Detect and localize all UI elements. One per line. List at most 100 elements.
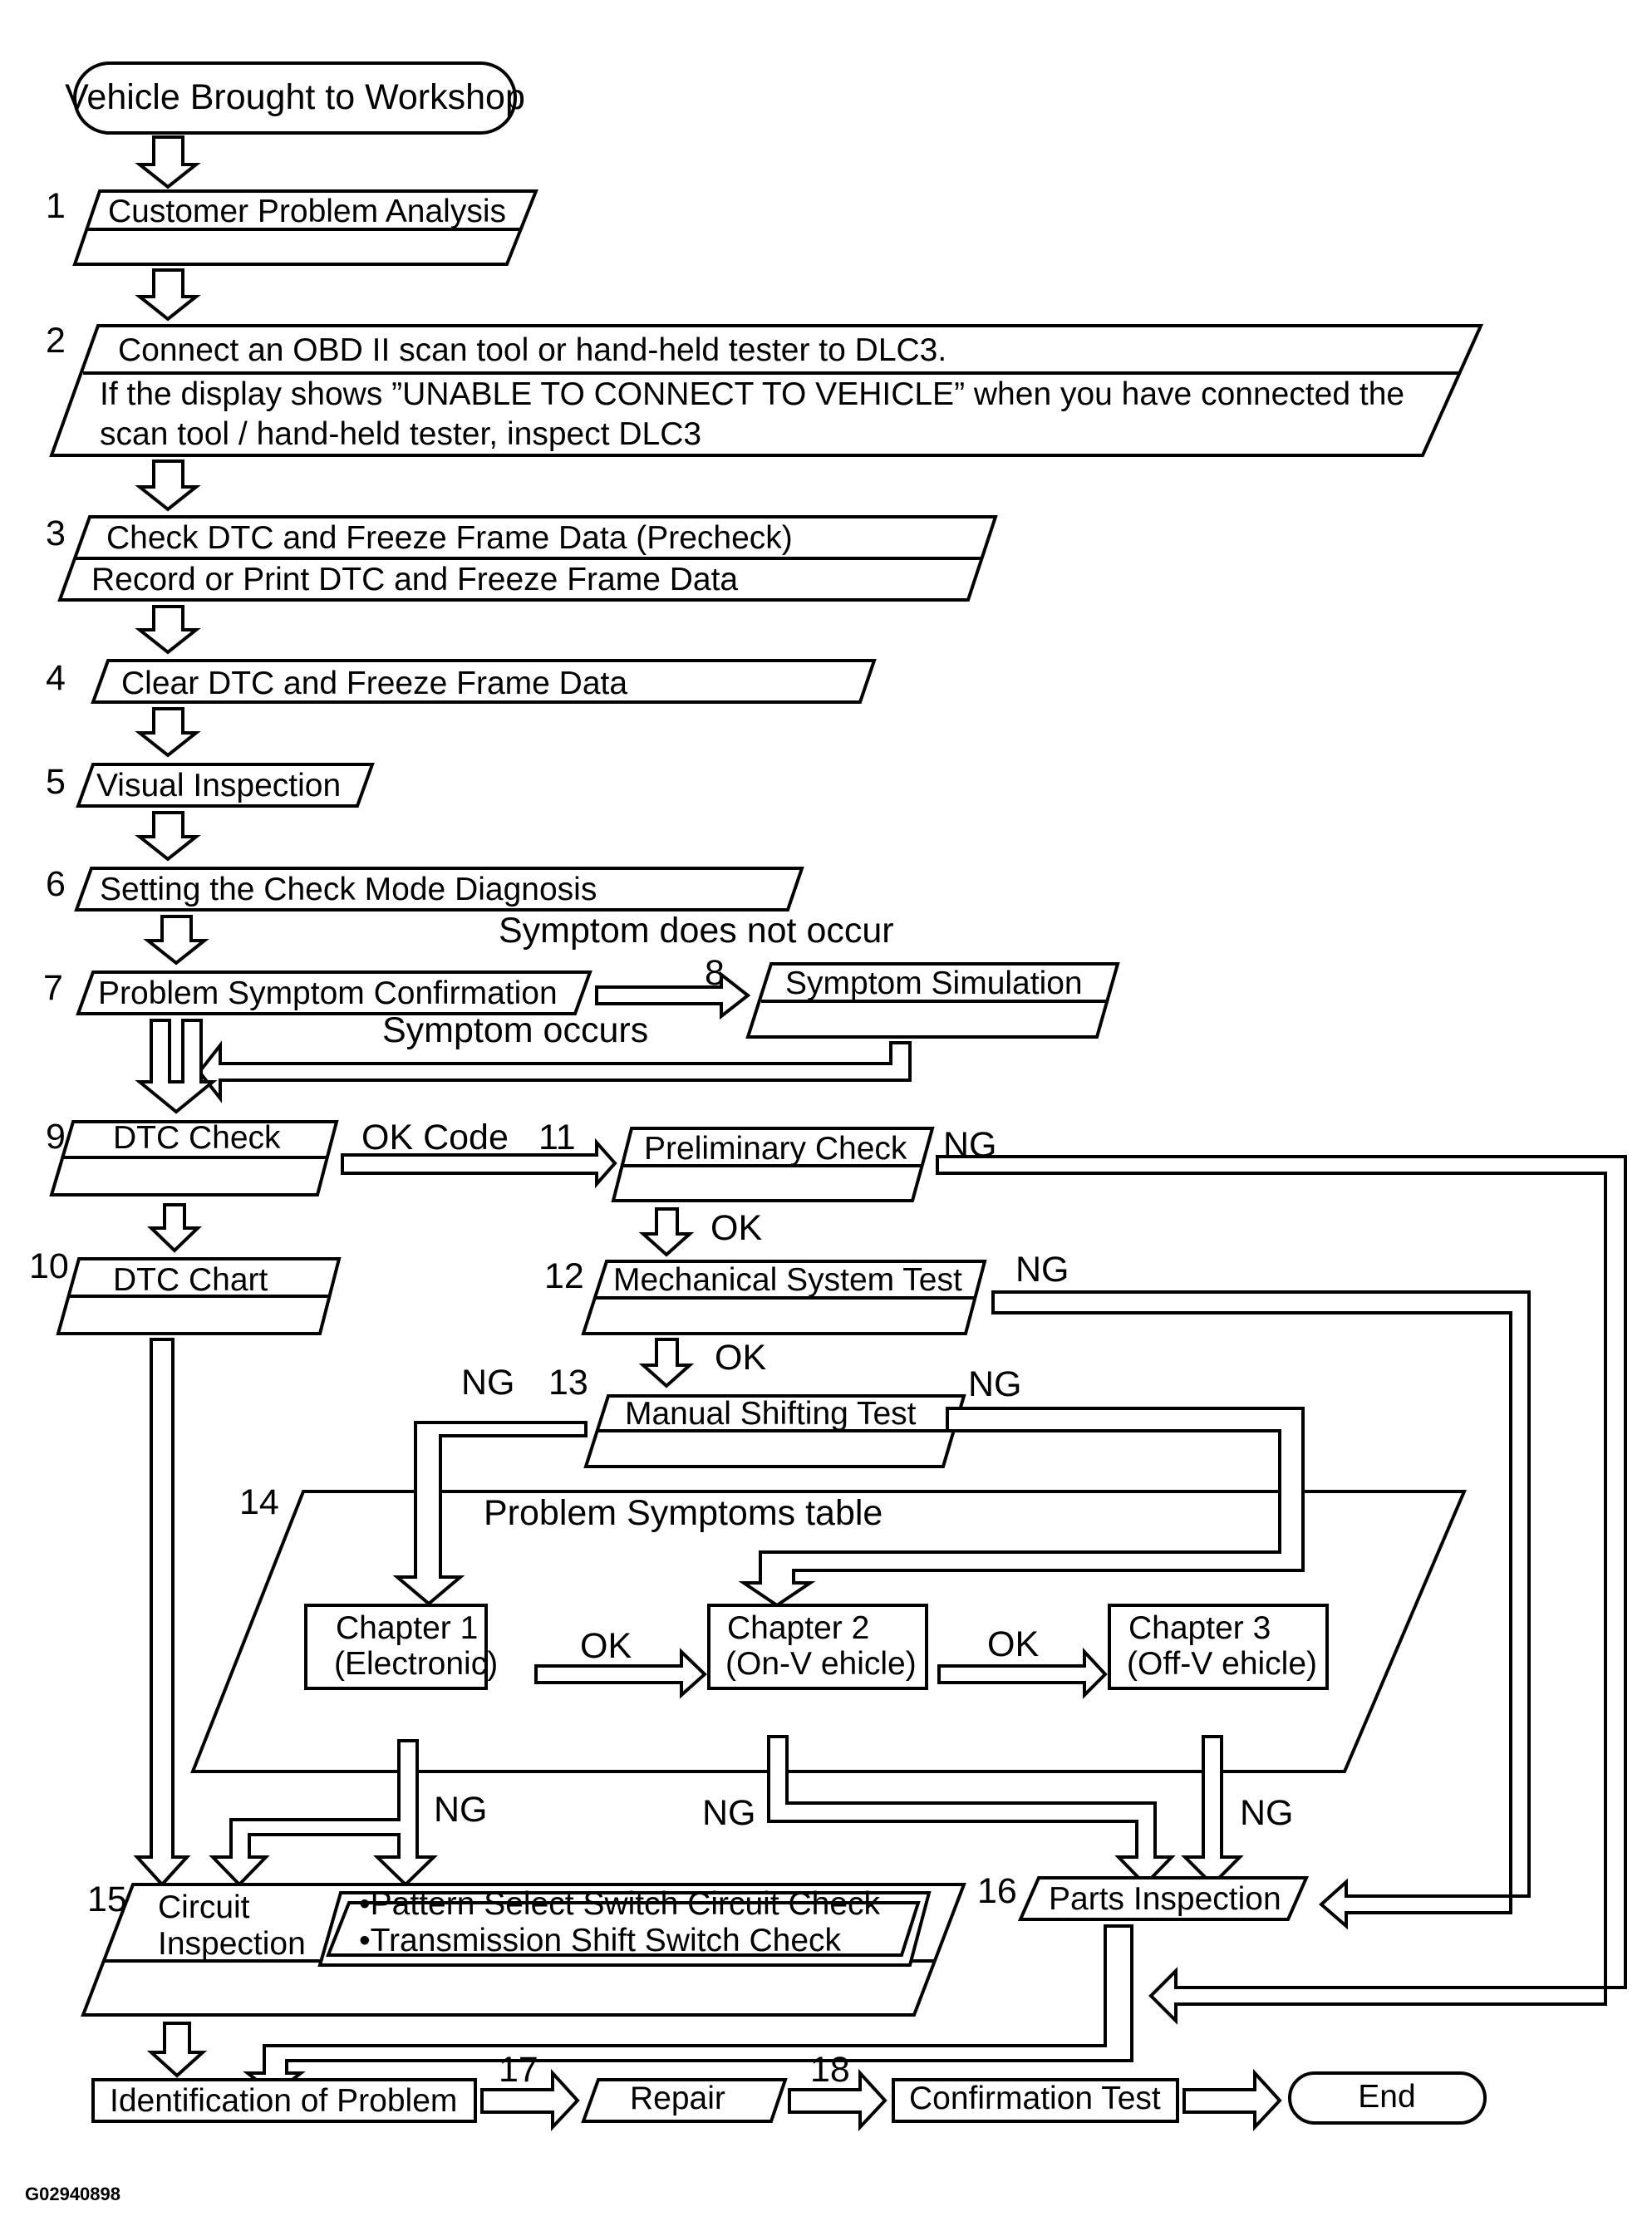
arrow-chapter-1-ng [209, 1739, 438, 1887]
step-6-check-mode-diagnosis: Setting the Check Mode Diagnosis [74, 867, 804, 911]
step-14-label: Problem Symptoms table [484, 1493, 883, 1533]
step-number-18: 18 [810, 2050, 850, 2090]
arrow-identification-to-17 [480, 2068, 580, 2132]
step-number-9: 9 [46, 1117, 66, 1157]
step-8-symptom-simulation: Symptom Simulation [745, 962, 1120, 1039]
step-number-10: 10 [29, 1246, 69, 1286]
step-number-3: 3 [46, 513, 66, 553]
chapter-1-line-2: (Electronic) [334, 1646, 498, 1682]
arrow-11-ng-to-identification [936, 1155, 1627, 2025]
step-number-17: 17 [499, 2050, 538, 2090]
step-8-label: Symptom Simulation [785, 966, 1083, 1001]
step-3-line-1: Check DTC and Freeze Frame Data (Prechec… [106, 520, 793, 556]
arrow-15-to-identification [146, 2022, 208, 2078]
step-15-line-2: Inspection [158, 1926, 306, 1962]
label-symptom-occurs: Symptom occurs [382, 1010, 648, 1050]
arrow-chapter-3-ng [1181, 1735, 1244, 1887]
arrow-13-ng-to-chapter-2 [738, 1407, 1305, 1608]
step-1-customer-problem-analysis: Customer Problem Analysis [72, 189, 538, 266]
step-number-16: 16 [977, 1871, 1017, 1911]
arrow-10-to-15 [133, 1338, 191, 1887]
start-label: Vehicle Brought to Workshop [65, 77, 525, 117]
step-18-confirmation-test: Confirmation Test [892, 2078, 1179, 2123]
label-ng-chapter-3: NG [1240, 1793, 1294, 1833]
step-4-clear-dtc: Clear DTC and Freeze Frame Data [91, 659, 877, 704]
arrow-9-to-11 [341, 1138, 617, 1189]
label-ng-12: NG [1015, 1250, 1069, 1290]
chapter-3-line-2: (Off-V ehicle) [1127, 1646, 1317, 1682]
label-ng-13-left: NG [461, 1363, 515, 1403]
step-6-label: Setting the Check Mode Diagnosis [100, 872, 597, 907]
chapter-2-line-2: (On-V ehicle) [725, 1646, 917, 1682]
arrow-11-to-12 [638, 1207, 695, 1257]
step-number-1: 1 [46, 186, 66, 226]
chapter-3-line-1: Chapter 3 [1128, 1610, 1271, 1646]
step-11-label: Preliminary Check [644, 1131, 907, 1167]
arrow-17-to-18 [788, 2068, 887, 2132]
step-2-connect-scan-tool: Connect an OBD II scan tool or hand-held… [49, 324, 1484, 457]
arrow-chapter-2-ng [767, 1735, 1176, 1887]
step-16-parts-inspection: Parts Inspection [1017, 1876, 1310, 1921]
step-7-label: Problem Symptom Confirmation [98, 975, 558, 1011]
step-1-label: Customer Problem Analysis [108, 194, 506, 229]
step-9-dtc-check: DTC Check [49, 1120, 339, 1196]
label-ok-12: OK [715, 1338, 766, 1378]
arrow-18-to-end [1182, 2068, 1282, 2132]
step-10-label: DTC Chart [113, 1262, 268, 1298]
step-number-2: 2 [46, 321, 66, 361]
arrow-3-to-4 [135, 605, 201, 655]
label-symptom-does-not-occur: Symptom does not occur [499, 911, 894, 951]
step-15-line-1: Circuit [158, 1889, 250, 1925]
step-13-manual-shifting-test: Manual Shifting Test [583, 1394, 966, 1468]
arrow-7-to-9 [135, 1019, 218, 1114]
step-18-label: Confirmation Test [909, 2081, 1161, 2116]
step-3-line-2: Record or Print DTC and Freeze Frame Dat… [91, 562, 738, 597]
arrow-chapter-1-to-2 [534, 1648, 707, 1699]
arrow-chapter-2-to-3 [937, 1647, 1108, 1699]
step-7-problem-symptom-confirmation: Problem Symptom Confirmation [76, 970, 592, 1015]
label-ok-code: OK Code [361, 1118, 509, 1157]
step-11-preliminary-check: Preliminary Check [611, 1127, 935, 1202]
step-5-label: Visual Inspection [96, 768, 341, 803]
arrow-9-to-10 [147, 1203, 202, 1253]
identification-of-problem: Identification of Problem [91, 2078, 477, 2123]
step-number-8: 8 [705, 953, 725, 993]
arrow-4-to-5 [135, 707, 201, 758]
step-15-circuit-inspection: Circuit Inspection •Pattern Select Switc… [81, 1883, 966, 2017]
arrow-8-return [197, 1040, 912, 1103]
start-terminal: Vehicle Brought to Workshop [65, 61, 525, 135]
label-ng-13-right: NG [968, 1364, 1022, 1404]
identification-label: Identification of Problem [110, 2083, 457, 2119]
step-16-label: Parts Inspection [1049, 1881, 1281, 1917]
chapter-1-box: Chapter 1 (Electronic) [304, 1604, 498, 1690]
label-ok-chapter-2: OK [987, 1624, 1039, 1664]
step-number-5: 5 [46, 762, 66, 802]
step-9-label: DTC Check [113, 1120, 281, 1156]
arrow-2-to-3 [135, 459, 201, 512]
step-2-line-2: If the display shows ”UNABLE TO CONNECT … [100, 376, 1404, 412]
arrow-13-ng-to-chapter-1 [392, 1421, 588, 1606]
arrow-5-to-6 [135, 811, 201, 862]
step-17-repair: Repair [581, 2078, 788, 2123]
chapter-2-line-1: Chapter 2 [727, 1610, 869, 1646]
arrow-1-to-2 [135, 268, 201, 322]
step-number-13: 13 [548, 1363, 588, 1403]
step-12-mechanical-system-test: Mechanical System Test [581, 1260, 987, 1335]
step-4-label: Clear DTC and Freeze Frame Data [121, 666, 627, 701]
step-number-4: 4 [46, 658, 66, 698]
step-5-visual-inspection: Visual Inspection [76, 763, 375, 808]
step-number-11: 11 [538, 1118, 576, 1157]
end-label: End [1358, 2079, 1415, 2115]
arrow-7-to-8 [595, 970, 751, 1020]
arrow-12-to-13 [638, 1338, 695, 1388]
step-number-7: 7 [43, 968, 63, 1008]
arrow-12-ng-to-16 [991, 1290, 1531, 1930]
step-13-label: Manual Shifting Test [625, 1396, 917, 1432]
arrow-6-to-7 [143, 915, 209, 966]
step-number-6: 6 [46, 864, 66, 904]
step-2-line-3: scan tool / hand-held tester, inspect DL… [100, 416, 701, 452]
end-terminal: End [1288, 2071, 1487, 2125]
chapter-3-box: Chapter 3 (Off-V ehicle) [1108, 1604, 1329, 1690]
figure-code: G02940898 [25, 2184, 120, 2204]
